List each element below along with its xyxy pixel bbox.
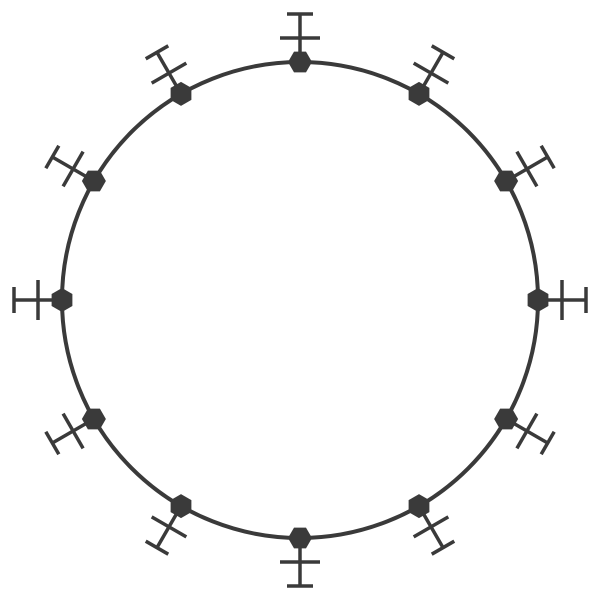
marker-crossbar-inner [412,515,450,539]
marker-stem [155,51,179,88]
marker-hexagon [494,408,519,430]
marker-stem [51,421,88,445]
ring-marker-10 [12,280,73,320]
marker-hexagon [51,288,73,312]
marker-crossbar-inner [150,515,188,539]
ring-marker-6 [408,494,456,556]
marker-crossbar-outer [539,430,556,456]
marker-hexagon [408,81,430,106]
marker-stem [512,421,549,445]
marker-crossbar-inner [150,61,188,85]
ring-marker-12 [144,44,192,106]
marker-hexagon [170,81,192,106]
ring-marker-5 [494,408,556,456]
marker-hexagon [527,288,549,312]
marker-crossbar-inner [515,150,539,188]
marker-crossbar-inner [61,412,85,450]
ring-marker-4 [527,280,588,320]
ring-marker-2 [408,44,456,106]
marker-stem [155,512,179,549]
marker-hexagon [81,408,106,430]
ring-marker-8 [144,494,192,556]
marker-hexagon [288,527,312,549]
ring-marker-11 [44,144,106,192]
ring-marker-7 [280,527,320,588]
marker-crossbar-outer [430,539,456,556]
ring-marker-3 [494,144,556,192]
marker-stem [51,155,88,179]
marker-crossbar-outer [44,144,61,170]
marker-group [12,12,588,588]
marker-crossbar-outer [144,44,170,61]
marker-hexagon [408,494,430,519]
marker-hexagon [81,170,106,192]
marker-hexagon [494,170,519,192]
marker-crossbar-inner [61,150,85,188]
ring-marker-9 [44,408,106,456]
marker-crossbar-outer [44,430,61,456]
marker-stem [421,51,445,88]
marker-crossbar-outer [539,144,556,170]
marker-crossbar-inner [515,412,539,450]
marker-hexagon [288,51,312,73]
marker-stem [421,512,445,549]
marker-crossbar-outer [144,539,170,556]
marker-hexagon [170,494,192,519]
main-ring [60,60,540,540]
marker-stem [512,155,549,179]
ring-marker-1 [280,12,320,73]
marker-crossbar-outer [430,44,456,61]
marker-crossbar-inner [412,61,450,85]
